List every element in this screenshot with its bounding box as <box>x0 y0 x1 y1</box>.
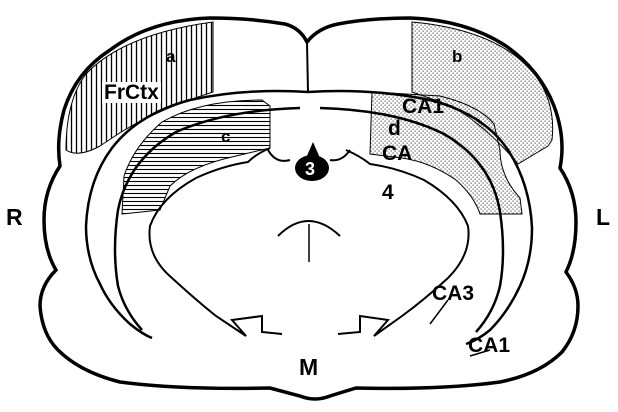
label-ca-mid: CA <box>382 143 412 164</box>
right-hippocampal-curve <box>268 150 290 161</box>
label-ca3: CA3 <box>432 283 474 304</box>
central-region-outline-left <box>338 150 469 336</box>
label-right-side: R <box>6 206 23 229</box>
label-ca1-lower: CA1 <box>468 335 510 356</box>
label-left-side: L <box>596 206 610 229</box>
label-region-b: b <box>452 48 462 65</box>
label-frctx: FrCtx <box>102 82 161 103</box>
label-region-a: a <box>166 48 175 65</box>
ventricle-3-arrow <box>306 142 320 158</box>
label-region-c: c <box>221 128 230 145</box>
label-region-d: d <box>388 118 401 139</box>
label-ventricle-4: 4 <box>382 182 394 203</box>
label-ventricle-3: 3 <box>305 160 315 178</box>
label-ca1-upper: CA1 <box>402 96 444 117</box>
label-midline: M <box>299 356 318 379</box>
midline-fissure <box>307 42 308 92</box>
left-hippocampal-curve <box>330 150 350 160</box>
